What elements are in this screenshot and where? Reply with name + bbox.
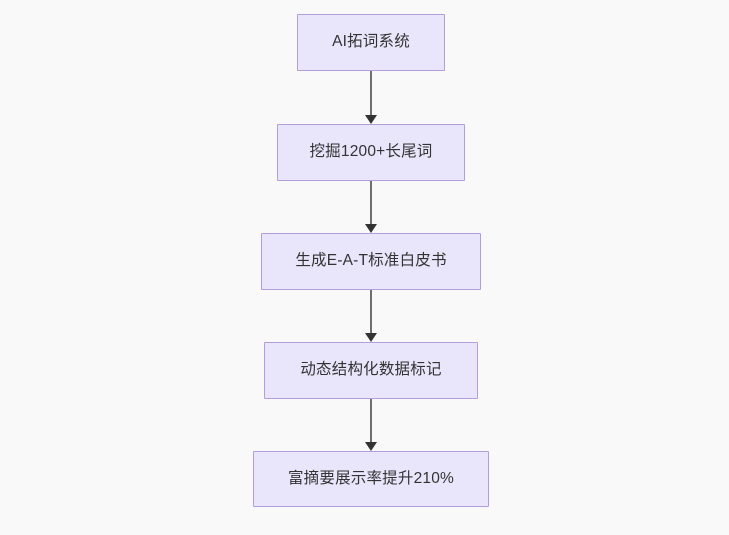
flow-node-label: 富摘要展示率提升210% (287, 469, 455, 487)
connector-line (370, 399, 372, 442)
arrowhead-down-icon (365, 224, 377, 233)
connector-line (370, 181, 372, 224)
flow-node-structured-data-markup[interactable]: 动态结构化数据标记 (264, 342, 478, 399)
arrowhead-down-icon (365, 115, 377, 124)
flow-node-label: AI拓词系统 (332, 33, 410, 51)
flow-connector-2 (364, 181, 378, 233)
flow-node-label: 动态结构化数据标记 (300, 361, 442, 379)
flow-connector-3 (364, 290, 378, 342)
flow-node-longtail-keywords[interactable]: 挖掘1200+长尾词 (277, 124, 465, 181)
flow-node-ai-keyword-system[interactable]: AI拓词系统 (297, 14, 445, 71)
flow-connector-4 (364, 399, 378, 451)
connector-line (370, 71, 372, 115)
arrowhead-down-icon (365, 333, 377, 342)
flow-node-label: 生成E-A-T标准白皮书 (295, 252, 447, 270)
connector-line (370, 290, 372, 333)
arrowhead-down-icon (365, 442, 377, 451)
flow-node-rich-snippet-result[interactable]: 富摘要展示率提升210% (253, 451, 489, 507)
flow-node-eat-whitepaper[interactable]: 生成E-A-T标准白皮书 (261, 233, 481, 290)
flow-node-label: 挖掘1200+长尾词 (309, 143, 433, 161)
flow-connector-1 (364, 71, 378, 124)
